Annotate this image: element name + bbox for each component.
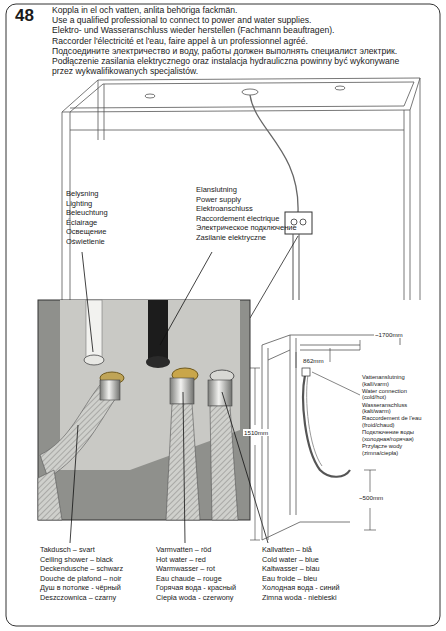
part-label: Douche de plafond – noir [40, 575, 122, 583]
instruction-text: Raccorder l'électricité et l'eau, faire … [52, 37, 308, 47]
dimension-label: 1510mm [243, 429, 269, 436]
power-cable [250, 95, 298, 212]
instruction-text: Koppla in el och vatten, anlita behöriga… [52, 6, 237, 16]
part-label: Beleuchtung [66, 209, 108, 218]
part-label: Oświetlenie [66, 238, 105, 247]
part-label: Холодная вода - синий [262, 584, 340, 592]
part-label: Water connection (cold/hot) [362, 388, 428, 401]
part-label: Deckendusche – schwarz [40, 565, 123, 573]
part-label: Eau froide – bleu [262, 575, 317, 583]
part-label: Zimna woda - niebieski [262, 594, 337, 602]
part-label: Подключение воды (холодная/горячая) [362, 429, 428, 442]
part-label: Raccordement de l'eau (froid/chaud) [362, 415, 428, 428]
part-label: Kaltwasser – blau [262, 565, 320, 573]
part-label: Cold water – blue [262, 556, 319, 564]
part-label: Горячая вода - красный [156, 584, 236, 592]
part-label: Takdusch – svart [40, 546, 95, 554]
part-label: Kallvatten – blå [262, 546, 312, 554]
part-label: Ciepła woda - czerwony [156, 594, 233, 602]
part-label: Power supply [196, 196, 241, 205]
part-label: Przyłącze wody (zimna/ciepła) [362, 443, 428, 456]
part-label: Raccordement électrique [196, 215, 279, 224]
part-label: Vattenanslutning (kall/varm) [362, 374, 428, 387]
shower-frame [62, 78, 420, 300]
part-label: Éclairage [66, 219, 97, 228]
part-label: Warmwasser – rot [156, 565, 215, 573]
part-label: Электрическое подключение [196, 224, 297, 233]
dimension-label: ~500mm [358, 494, 384, 501]
part-label: Deszczownica – czarny [40, 594, 116, 602]
instruction-text: Use a qualified professional to connect … [52, 16, 311, 26]
detail-leader [250, 236, 298, 318]
dimension-label: 862mm [302, 357, 325, 364]
page-border [6, 4, 440, 626]
part-label: Elektroanschluss [196, 205, 253, 214]
water-hose-2 [307, 375, 322, 466]
part-label: Belysning [66, 190, 99, 199]
part-label: Varmvatten – röd [156, 546, 211, 554]
part-label: Hot water – red [156, 556, 206, 564]
water-hose [303, 375, 350, 477]
part-label: Освещение [66, 228, 106, 237]
part-label: Zasilanie elektryczne [196, 234, 266, 243]
valve [302, 368, 310, 376]
instruction-text: Podłączenie zasilania elektrycznego oraz… [52, 57, 422, 77]
instruction-text: Elektro- und Wasseranschluss wieder hers… [52, 26, 334, 36]
part-label: Lighting [66, 200, 92, 209]
instruction-text: Подсоедините электричество и воду, работ… [52, 47, 397, 57]
step-number: 48 [15, 6, 34, 26]
part-label: Eau chaude – rouge [156, 575, 222, 583]
part-label: Ceiling shower – black [40, 556, 113, 564]
part-label: Душ в потолке - чёрный [40, 584, 121, 592]
part-label: Wasseranschluss (kalt/warm) [362, 402, 428, 415]
dimension-lines [250, 340, 376, 540]
pipe-stubs [293, 234, 299, 300]
part-label: Elanslutning [196, 186, 237, 195]
dimension-label: ~1700mm [374, 331, 404, 338]
leader-lines [70, 252, 268, 543]
connection-photo [38, 300, 250, 520]
